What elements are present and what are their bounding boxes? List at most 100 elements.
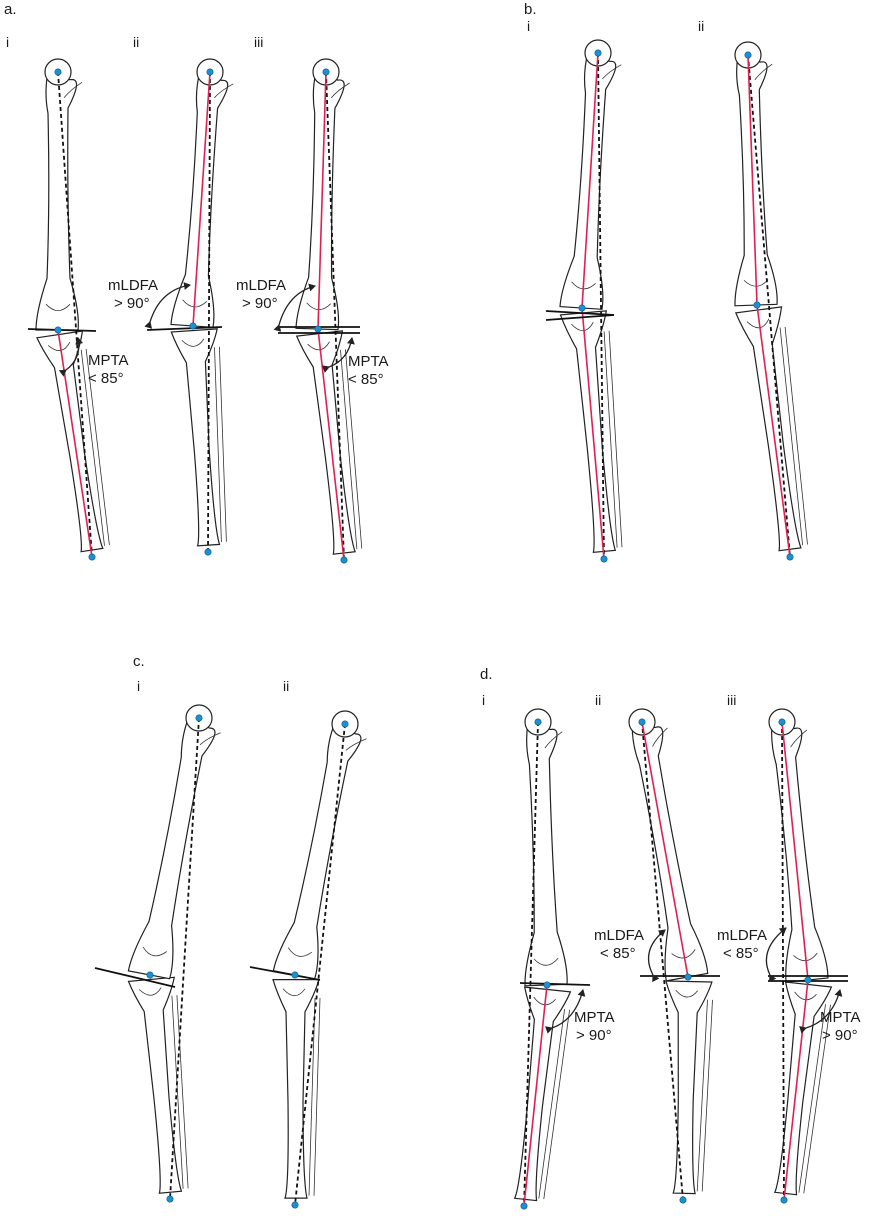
d-i-fibula [538, 1009, 570, 1200]
d-ii-fibula [696, 999, 713, 1192]
leg-a-i [27, 58, 110, 561]
b-i-tibial-axis [581, 307, 605, 560]
a-ii-femur-shaft [170, 70, 229, 328]
label-a-iii-mldfa-value: > 90° [242, 295, 278, 312]
c-ii-tibial-plateau-detail [282, 988, 306, 997]
a-iii-femoral-axis [317, 71, 327, 330]
d-ii-ankle-center-point [679, 1196, 687, 1204]
arc-a-ii-mldfa [144, 282, 191, 329]
a-iii-knee-center-point [314, 325, 322, 333]
leg-d-iii [768, 708, 848, 1204]
a-ii-tibial-plateau-detail [181, 338, 205, 347]
panel-a-sub-i: i [6, 34, 9, 50]
c-i-femur-shaft [127, 715, 216, 980]
c-ii-ankle-center-point [291, 1201, 299, 1209]
arc-d-iii-mldfa [765, 927, 787, 983]
c-ii-knee-center-point [291, 971, 299, 979]
a-i-ankle-center-point [88, 553, 96, 561]
c-ii-fibula [308, 997, 321, 1196]
c-ii-mechanical-axis [294, 723, 346, 1206]
b-i-knee-center-point [578, 304, 586, 312]
a-iii-mechanical-axis [325, 71, 345, 561]
b-i-tibia [559, 310, 617, 553]
a-ii-mechanical-axis [207, 71, 211, 553]
b-ii-fibula [779, 326, 808, 546]
label-a-iii-mpta-value: < 85° [348, 371, 384, 388]
d-i-condyle-line [533, 958, 559, 966]
b-ii-ankle-center-point [786, 553, 794, 561]
c-ii-condyle-line [287, 947, 313, 957]
b-i-mechanical-axis [597, 52, 605, 560]
label-a-i-mpta: MPTA [88, 352, 129, 369]
label-d-ii-mldfa-value: < 85° [600, 945, 636, 962]
a-i-hip-center-point [54, 68, 62, 76]
a-i-trochanter-line [63, 81, 83, 99]
c-ii-femur-shaft [272, 721, 362, 980]
panel-d-sub-iii: iii [727, 692, 736, 708]
c-ii-hip-center-point [341, 720, 349, 728]
angle-arcs [58, 282, 843, 1034]
b-i-ankle-center-point [600, 555, 608, 563]
arc-a-iii-mpta [321, 337, 355, 373]
b-i-femur-shaft [559, 51, 617, 310]
leg-d-i [513, 708, 591, 1210]
b-ii-tibial-axis [756, 304, 791, 558]
b-i-femoral-axis [581, 52, 599, 309]
c-ii-tibia [272, 979, 320, 1199]
c-i-knee-center-point [146, 971, 154, 979]
a-ii-fibula [214, 346, 227, 543]
d-iii-femoral-axis [781, 721, 809, 981]
a-iii-fibula [340, 349, 363, 550]
c-i-fibula [171, 995, 189, 1189]
panel-b-sub-ii: ii [698, 18, 704, 34]
b-i-joint-line-2 [545, 314, 615, 321]
label-d-iii-mldfa-value: < 85° [723, 945, 759, 962]
d-i-knee-center-point [543, 981, 551, 989]
a-i-femur-shaft [35, 71, 79, 331]
d-ii-femoral-axis [641, 721, 689, 978]
panel-d-sub-i: i [482, 692, 485, 708]
a-iii-hip-center-point [322, 68, 330, 76]
b-ii-hip-center-point [744, 51, 752, 59]
arc-a-iii-mldfa [273, 283, 316, 332]
arc-d-ii-mldfa [647, 929, 666, 983]
d-iii-femur-shaft [771, 722, 829, 983]
panel-b-sub-i: i [527, 18, 530, 34]
d-iii-knee-center-point [804, 976, 812, 984]
panel-c-sub-i: i [137, 678, 140, 694]
c-i-ankle-center-point [166, 1195, 174, 1203]
leg-a-iii [278, 58, 363, 564]
d-i-mechanical-axis [523, 721, 539, 1207]
a-i-tibial-axis [57, 329, 93, 558]
c-i-hip-center-point [195, 714, 203, 722]
c-ii-trochanter-line [345, 738, 367, 751]
arc-d-iii-mpta [799, 989, 843, 1034]
d-ii-trochanter-line [652, 727, 668, 747]
a-i-fibula [80, 348, 110, 546]
panel-a-sub-ii: ii [133, 34, 139, 50]
d-i-trochanter-line [544, 731, 563, 749]
c-i-joint-line [94, 967, 176, 988]
a-iii-trochanter-line [330, 82, 350, 99]
leg-c-i [94, 704, 221, 1203]
b-ii-femoral-axis [747, 54, 758, 306]
d-ii-tibial-plateau-detail [675, 989, 699, 998]
leg-drawings [27, 39, 848, 1210]
d-iii-trochanter-line [790, 729, 808, 748]
label-d-i-mpta-value: > 90° [576, 1027, 612, 1044]
a-ii-ankle-center-point [204, 548, 212, 556]
b-i-hip-center-point [594, 49, 602, 57]
label-a-iii-mpta: MPTA [348, 353, 389, 370]
leg-b-i [545, 39, 623, 563]
d-ii-hip-center-point [638, 718, 646, 726]
b-ii-trochanter-line [754, 63, 773, 81]
b-i-fibula [603, 330, 623, 548]
panel-a-sub-iii: iii [254, 34, 263, 50]
label-d-iii-mldfa: mLDFA [717, 927, 767, 944]
label-d-i-mpta: MPTA [574, 1009, 615, 1026]
label-a-i-mpta-value: < 85° [88, 370, 124, 387]
label-a-ii-mldfa: mLDFA [108, 277, 158, 294]
a-i-joint-line [27, 328, 97, 332]
a-i-knee-center-point [54, 326, 62, 334]
